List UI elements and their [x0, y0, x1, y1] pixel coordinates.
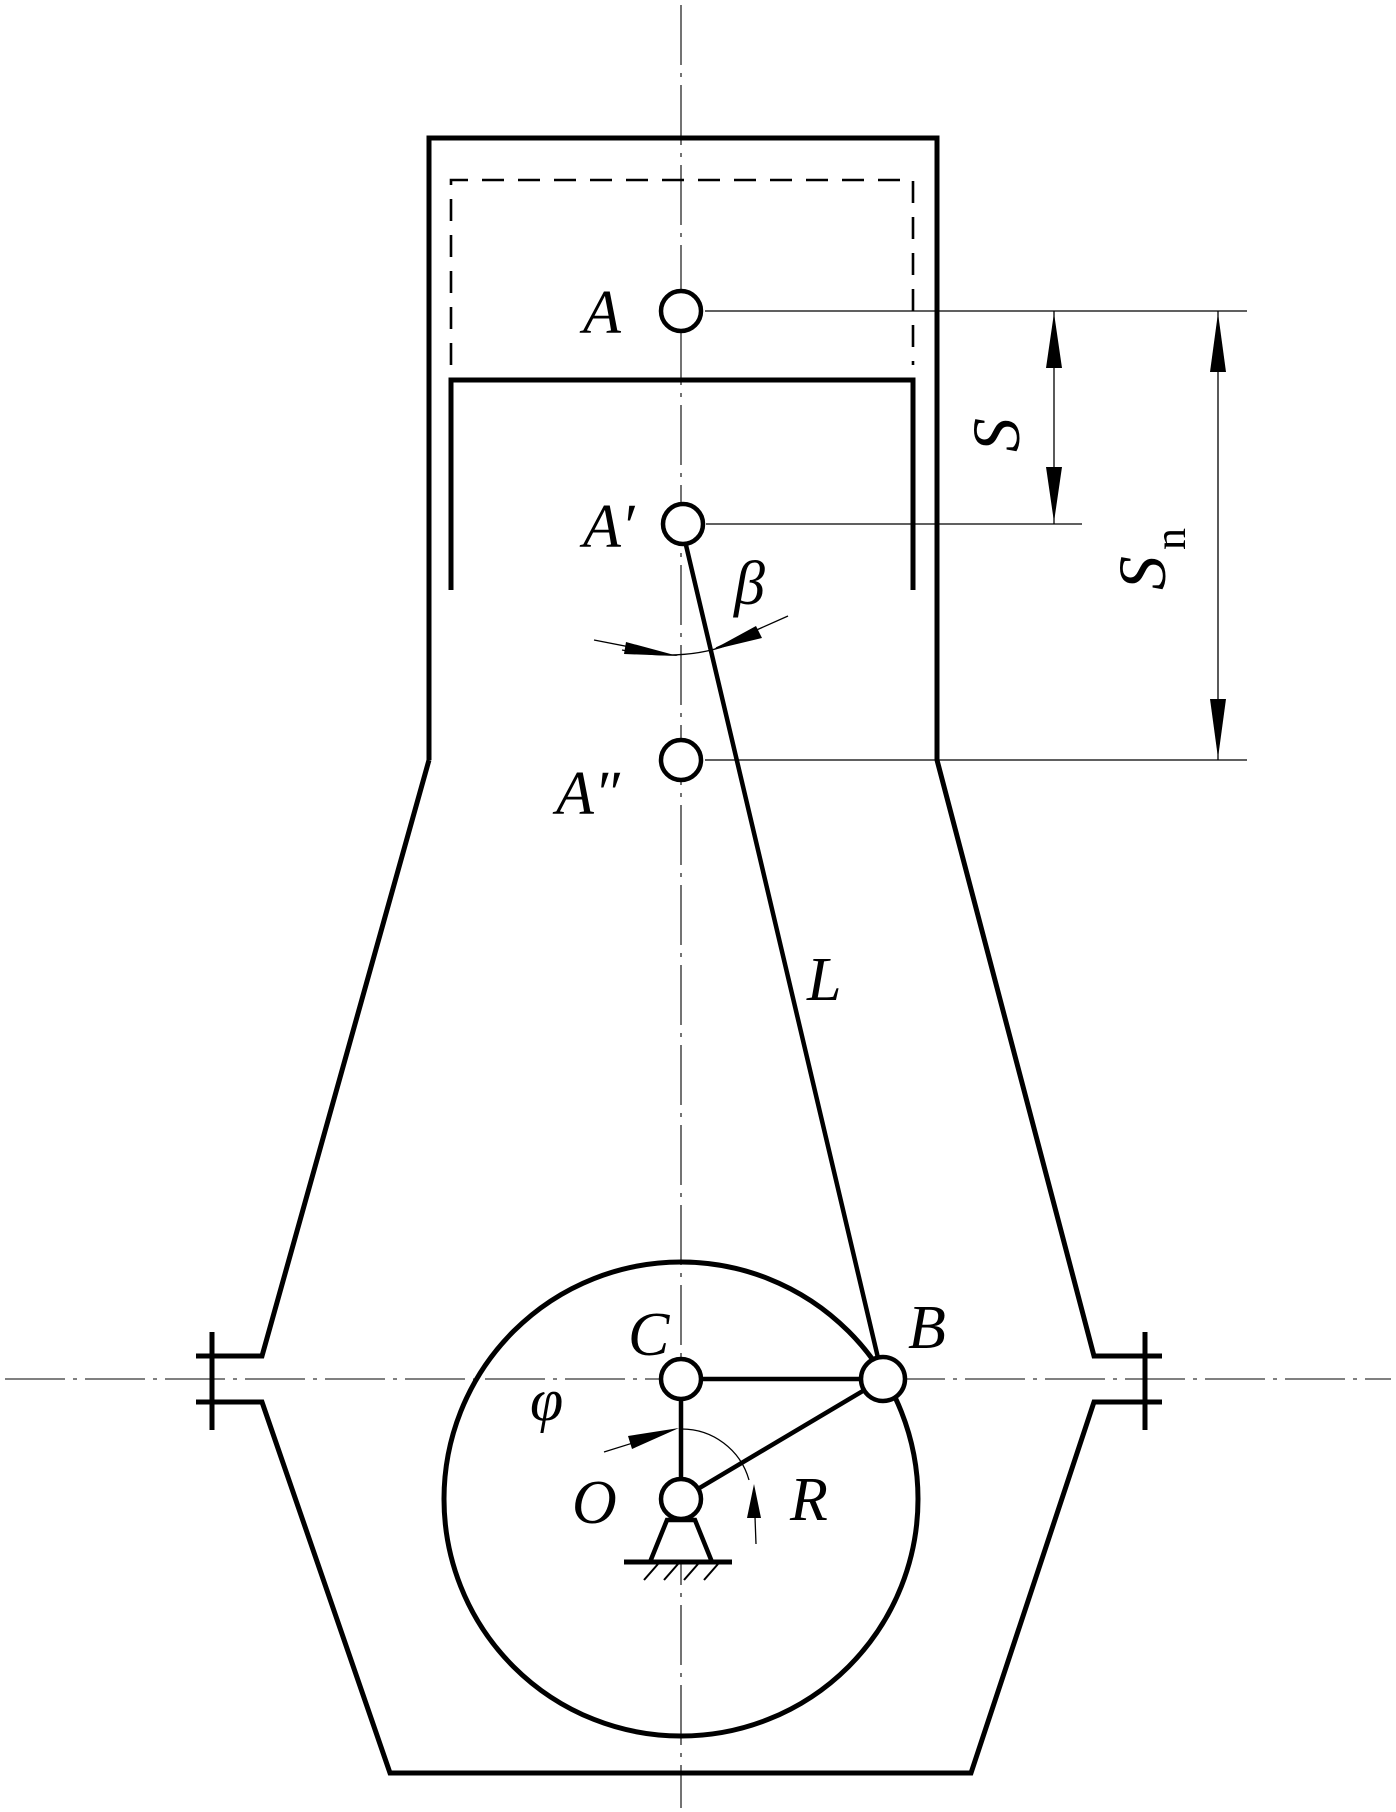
label-A2: A″: [552, 760, 621, 828]
label-R: R: [789, 1466, 828, 1534]
label-phi: φ: [530, 1367, 563, 1433]
svg-text:n: n: [1146, 528, 1195, 550]
joint-A2: [658, 737, 704, 783]
phi-angle-arc: [680, 1428, 750, 1481]
crank-arm-R: [679, 1377, 885, 1501]
dim-S-arrow-top: [1046, 313, 1062, 368]
joint-A1: [660, 501, 706, 547]
label-C: C: [628, 1301, 670, 1369]
joint-O: [658, 1476, 704, 1522]
dim-S-arrow-bottom: [1046, 467, 1062, 522]
label-L: L: [806, 946, 841, 1014]
joint-C: [658, 1356, 704, 1402]
ground-hatching: [643, 1563, 719, 1581]
phi-end-arrow: [747, 1484, 761, 1518]
crank-disk: [441, 1259, 921, 1739]
dim-Sn-arrow-top: [1210, 313, 1226, 372]
connecting-rod: [678, 523, 886, 1380]
beta-arrow-right: [712, 626, 762, 650]
frame-right-side: [934, 759, 1145, 1359]
label-B: B: [908, 1294, 946, 1362]
svg-text:S: S: [1104, 556, 1180, 590]
label-O: O: [572, 1469, 617, 1537]
label-A: A: [579, 279, 622, 347]
joint-B: [858, 1354, 908, 1404]
piston-top-dashed: [449, 178, 915, 365]
frame-lower-body: [212, 1399, 1145, 1776]
label-S: S: [958, 418, 1034, 452]
ground-support: [646, 1517, 716, 1565]
label-A1: A′: [579, 493, 636, 561]
beta-arrow-left: [624, 642, 678, 656]
frame-left-side: [212, 759, 432, 1359]
dim-Sn-arrow-bottom: [1210, 699, 1226, 758]
frame-upper-left: [426, 135, 940, 760]
label-Sn: S n: [1104, 528, 1195, 590]
phi-arrow: [628, 1428, 679, 1449]
piston-current: [448, 377, 916, 590]
joint-A: [658, 288, 704, 334]
label-beta: β: [733, 550, 765, 618]
